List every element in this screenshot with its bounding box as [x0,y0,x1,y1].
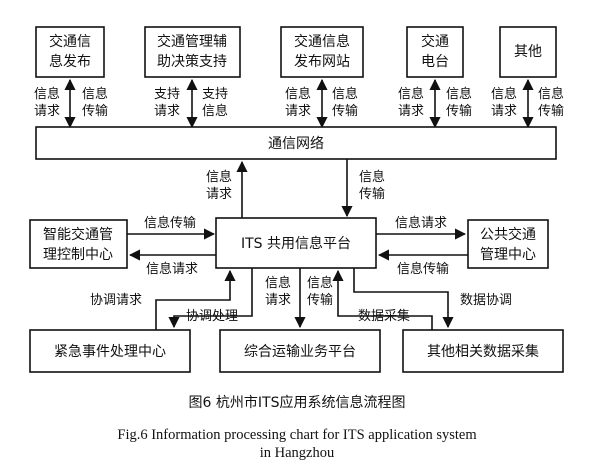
svg-text:信息: 信息 [206,169,232,185]
svg-text:信息: 信息 [538,86,564,102]
svg-text:其他: 其他 [514,44,542,60]
svg-text:公共交通: 公共交通 [480,226,536,243]
node-comm-network: 通信网络 [35,126,557,160]
node-other-data-collection: 其他相关数据采集 [402,329,564,373]
svg-text:信息: 信息 [332,86,358,102]
svg-text:支持: 支持 [154,87,180,102]
svg-text:息发布: 息发布 [49,53,91,70]
svg-text:发布网站: 发布网站 [294,54,350,70]
svg-text:信息请求: 信息请求 [395,215,447,231]
svg-text:传输: 传输 [332,103,358,119]
svg-text:交通信息: 交通信息 [294,33,350,50]
svg-text:信息: 信息 [285,86,311,102]
svg-text:信息: 信息 [34,86,60,102]
svg-text:传输: 传输 [538,103,564,119]
svg-text:助决策支持: 助决策支持 [157,53,227,70]
svg-text:传输: 传输 [82,103,108,119]
svg-text:信息传输: 信息传输 [397,261,449,277]
svg-text:电台: 电台 [421,54,449,70]
svg-text:理控制中心: 理控制中心 [43,247,113,263]
svg-text:支持: 支持 [202,87,228,102]
svg-text:通信网络: 通信网络 [268,136,324,152]
caption-cn: 图6 杭州市ITS应用系统信息流程图 [189,394,406,411]
svg-text:请求: 请求 [265,293,291,308]
svg-text:ITS 共用信息平台: ITS 共用信息平台 [241,235,351,252]
svg-text:紧急事件处理中心: 紧急事件处理中心 [54,344,166,360]
svg-text:信息请求: 信息请求 [146,261,198,277]
svg-text:数据采集: 数据采集 [358,308,410,324]
svg-text:传输: 传输 [446,103,472,119]
svg-text:管理中心: 管理中心 [480,247,536,263]
node-smart-traffic-control-center: 智能交通管 理控制中心 [29,219,128,269]
node-emergency-center: 紧急事件处理中心 [29,329,191,373]
svg-text:请求: 请求 [206,187,232,202]
caption-en-line2: in Hangzhou [260,445,335,461]
labels-top: 信息 请求 信息 传输 支持 请求 支持 信息 信息 请求 信息 传输 信息 请… [34,86,564,119]
svg-text:请求: 请求 [285,104,311,119]
svg-text:数据协调: 数据协调 [460,293,512,308]
arrows-network-platform: 信息 请求 信息 传输 [206,159,385,218]
svg-text:交通: 交通 [421,33,449,50]
svg-text:交通管理辅: 交通管理辅 [157,33,227,50]
arrows-top [64,78,534,129]
node-traffic-mgmt-decision-support: 交通管理辅 助决策支持 [144,26,241,78]
arrows-middle: 信息传输 信息请求 信息请求 信息传输 [127,215,468,277]
svg-text:信息: 信息 [82,86,108,102]
node-traffic-radio: 交通 电台 [406,26,464,78]
svg-text:传输: 传输 [359,186,385,202]
svg-text:信息: 信息 [307,275,333,291]
svg-text:请求: 请求 [398,104,424,119]
svg-text:请求: 请求 [154,104,180,119]
svg-text:信息: 信息 [398,86,424,102]
svg-text:信息: 信息 [359,169,385,185]
svg-text:信息: 信息 [446,86,472,102]
svg-text:智能交通管: 智能交通管 [43,226,113,243]
node-others: 其他 [499,26,557,78]
node-transport-business-platform: 综合运输业务平台 [219,329,381,373]
svg-text:交通信: 交通信 [49,33,91,50]
svg-text:信息: 信息 [491,86,517,102]
svg-text:信息传输: 信息传输 [144,215,196,231]
svg-text:请求: 请求 [34,104,60,119]
svg-text:信息: 信息 [265,275,291,291]
svg-text:信息: 信息 [202,103,228,119]
node-public-transport-mgmt-center: 公共交通 管理中心 [467,219,549,269]
node-traffic-info-website: 交通信息 发布网站 [280,26,364,78]
node-traffic-info-release: 交通信 息发布 [35,26,105,78]
caption-en-line1: Fig.6 Information processing chart for I… [117,427,477,443]
svg-text:综合运输业务平台: 综合运输业务平台 [244,344,356,360]
node-its-platform: ITS 共用信息平台 [215,217,377,269]
svg-text:其他相关数据采集: 其他相关数据采集 [427,343,539,360]
arrows-bottom: 协调请求 协调处理 信息 请求 信息 传输 数据采集 数据协调 [90,268,512,330]
svg-text:传输: 传输 [307,292,333,308]
svg-text:请求: 请求 [491,104,517,119]
svg-text:协调处理: 协调处理 [186,309,238,324]
svg-text:协调请求: 协调请求 [90,293,142,308]
